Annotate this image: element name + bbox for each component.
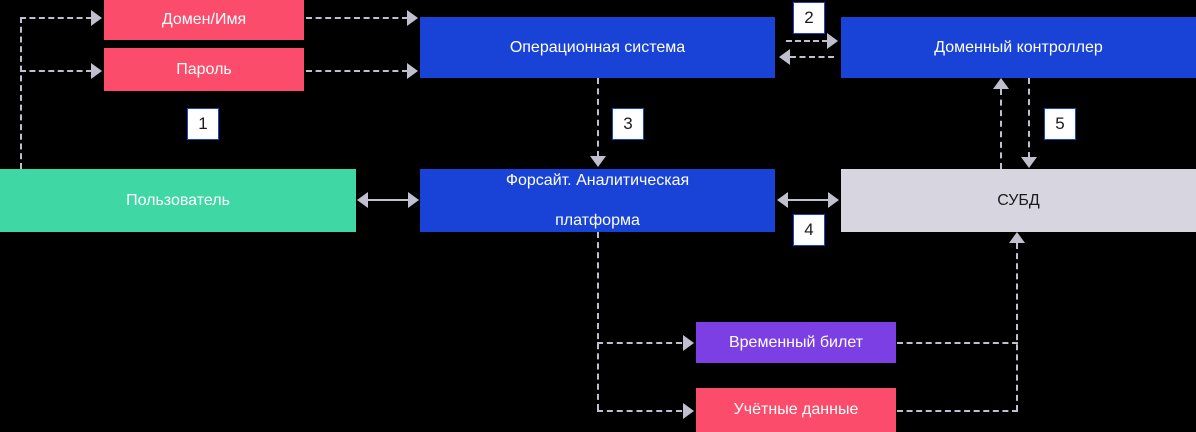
step-badge-3: 3 [612, 108, 644, 140]
node-user[interactable]: Пользователь [0, 169, 356, 232]
node-domain-controller[interactable]: Доменный контроллер [841, 17, 1196, 78]
connector-user-to-foresight [367, 199, 409, 201]
arrow-dbms-to-foresight [777, 192, 788, 208]
arrow-foresight-to-dbms [828, 192, 839, 208]
node-foresight-platform-label-line1: Форсайт. Аналитическая [505, 171, 690, 189]
step-badge-1: 1 [187, 108, 219, 140]
connector-tickets-to-dbms-trunk [1016, 243, 1018, 411]
connector-foresight-to-temporary-ticket [597, 342, 682, 344]
arrow-dbms-to-domain-controller [993, 78, 1009, 89]
arrow-domain-controller-to-dbms [1021, 157, 1037, 168]
connector-os-to-foresight [597, 78, 599, 157]
connector-domain-name-to-os [306, 17, 408, 19]
node-foresight-platform-label-line2: платформа [555, 211, 640, 229]
step-badge-5-label: 5 [1055, 114, 1065, 133]
node-password[interactable]: Пароль [104, 48, 304, 91]
connector-credentials-to-dbms [897, 410, 1018, 412]
connector-temporary-ticket-to-dbms [897, 342, 1018, 344]
node-domain-controller-label: Доменный контроллер [934, 38, 1103, 56]
node-dbms[interactable]: СУБД [841, 169, 1196, 232]
node-dbms-label: СУБД [997, 191, 1040, 209]
node-temporary-ticket-label: Временный билет [728, 333, 864, 351]
step-badge-2-label: 2 [804, 8, 814, 27]
node-password-label: Пароль [176, 60, 232, 78]
connector-foresight-bottom-trunk [597, 232, 599, 410]
arrow-domain-name-to-os [407, 10, 418, 26]
node-credentials-label: Учётные данные [733, 401, 859, 418]
node-domain-name-label: Домен/Имя [161, 11, 247, 28]
step-badge-3-label: 3 [623, 114, 633, 133]
connector-dbms-to-domain-controller [1000, 89, 1002, 169]
connector-os-to-domain-controller [786, 40, 828, 42]
node-foresight-platform[interactable]: Форсайт. Аналитическая платформа [420, 169, 775, 232]
connector-password-to-os [306, 70, 408, 72]
arrow-password-to-os [407, 63, 418, 79]
arrow-user-to-password [91, 63, 102, 79]
step-badge-5: 5 [1044, 108, 1076, 140]
connector-user-to-password [20, 70, 92, 72]
node-domain-name[interactable]: Домен/Имя [104, 0, 304, 40]
arrow-foresight-to-temporary-ticket [683, 335, 694, 351]
step-badge-1-label: 1 [198, 114, 208, 133]
connector-foresight-to-credentials [597, 410, 682, 412]
node-foresight-platform-label: Форсайт. Аналитическая платформа [506, 171, 689, 231]
arrow-domain-controller-to-os [779, 49, 790, 65]
arrow-foresight-to-user [357, 192, 368, 208]
node-operating-system[interactable]: Операционная система [420, 17, 775, 78]
node-operating-system-label: Операционная система [509, 38, 686, 56]
node-user-label: Пользователь [126, 191, 230, 209]
arrow-tickets-to-dbms [1009, 232, 1025, 243]
step-badge-4: 4 [793, 214, 825, 246]
node-temporary-ticket[interactable]: Временный билет [696, 322, 896, 363]
arrow-user-to-domain-name [91, 10, 102, 26]
arrow-os-to-domain-controller [827, 33, 838, 49]
arrow-foresight-to-credentials [683, 403, 694, 419]
connector-user-credentials-trunk [20, 17, 22, 169]
step-badge-4-label: 4 [804, 220, 814, 239]
node-credentials[interactable]: Учётные данные [696, 388, 896, 432]
connector-domain-controller-to-dbms [1028, 78, 1030, 158]
connector-user-to-domain-name [20, 17, 92, 19]
step-badge-2: 2 [793, 2, 825, 34]
connector-domain-controller-to-os [790, 56, 834, 58]
arrow-os-to-foresight [590, 156, 606, 167]
connector-foresight-to-dbms [787, 199, 829, 201]
arrow-user-to-foresight [408, 192, 419, 208]
